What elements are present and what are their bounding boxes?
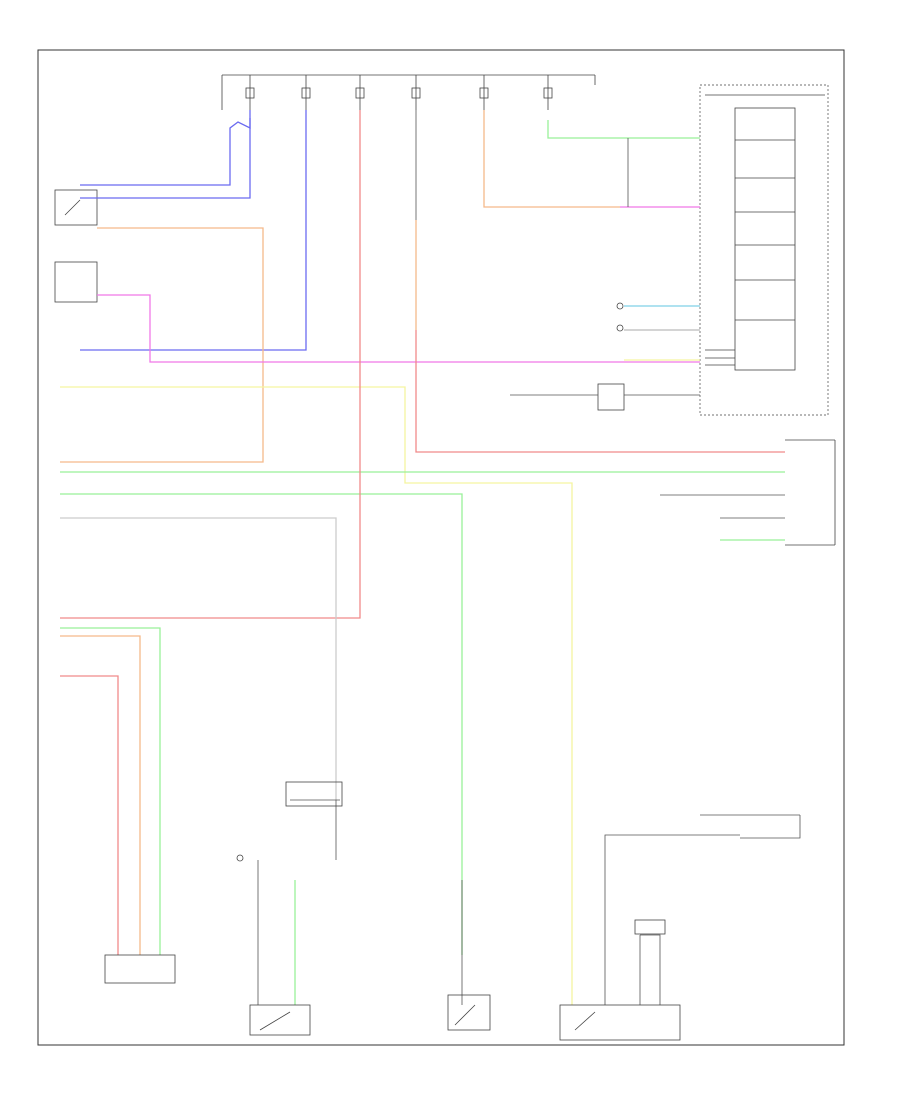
wire-blue-1 — [80, 110, 251, 186]
fuse-5 — [479, 75, 489, 110]
mid-relay — [597, 383, 625, 411]
wire-red-1 — [60, 110, 361, 619]
wire-green-4 — [60, 627, 161, 955]
wire-red-3 — [60, 675, 119, 955]
diagram-frame — [37, 49, 845, 1046]
left-sensor-1 — [54, 189, 98, 226]
wire-green-3 — [547, 120, 700, 139]
fuse-3 — [355, 75, 365, 110]
wires — [60, 110, 785, 1005]
wire-orange-1 — [60, 227, 264, 463]
fuse-2 — [301, 75, 311, 110]
bottom-right-switch — [559, 1004, 681, 1041]
wire-red-2 — [415, 330, 785, 453]
bottom-right-motor — [634, 919, 666, 935]
wire-white-1 — [60, 517, 337, 800]
fuse-1 — [245, 75, 255, 110]
wire-yellow-1 — [60, 386, 573, 1005]
top-fuse-row — [221, 74, 596, 110]
wire-green-2 — [60, 493, 463, 955]
combination-meter — [699, 84, 829, 416]
wire-blue-2 — [80, 118, 251, 199]
bottom-switch-2 — [447, 994, 491, 1031]
mid-module — [616, 302, 624, 332]
wire-blue-3 — [80, 110, 307, 351]
bottom-left-module — [104, 954, 176, 984]
left-sensor-3 — [236, 854, 244, 862]
right-connector — [785, 439, 836, 546]
black-wires — [257, 110, 801, 1005]
wire-orange-4 — [60, 635, 141, 955]
left-sensor-2 — [54, 261, 98, 303]
fuse-6 — [543, 75, 553, 110]
bottom-switch-1 — [249, 1004, 311, 1036]
bottom-relay — [285, 781, 343, 807]
wire-orange-2 — [483, 110, 620, 208]
wire-pink-1 — [97, 294, 700, 363]
fuse-4 — [411, 75, 421, 110]
